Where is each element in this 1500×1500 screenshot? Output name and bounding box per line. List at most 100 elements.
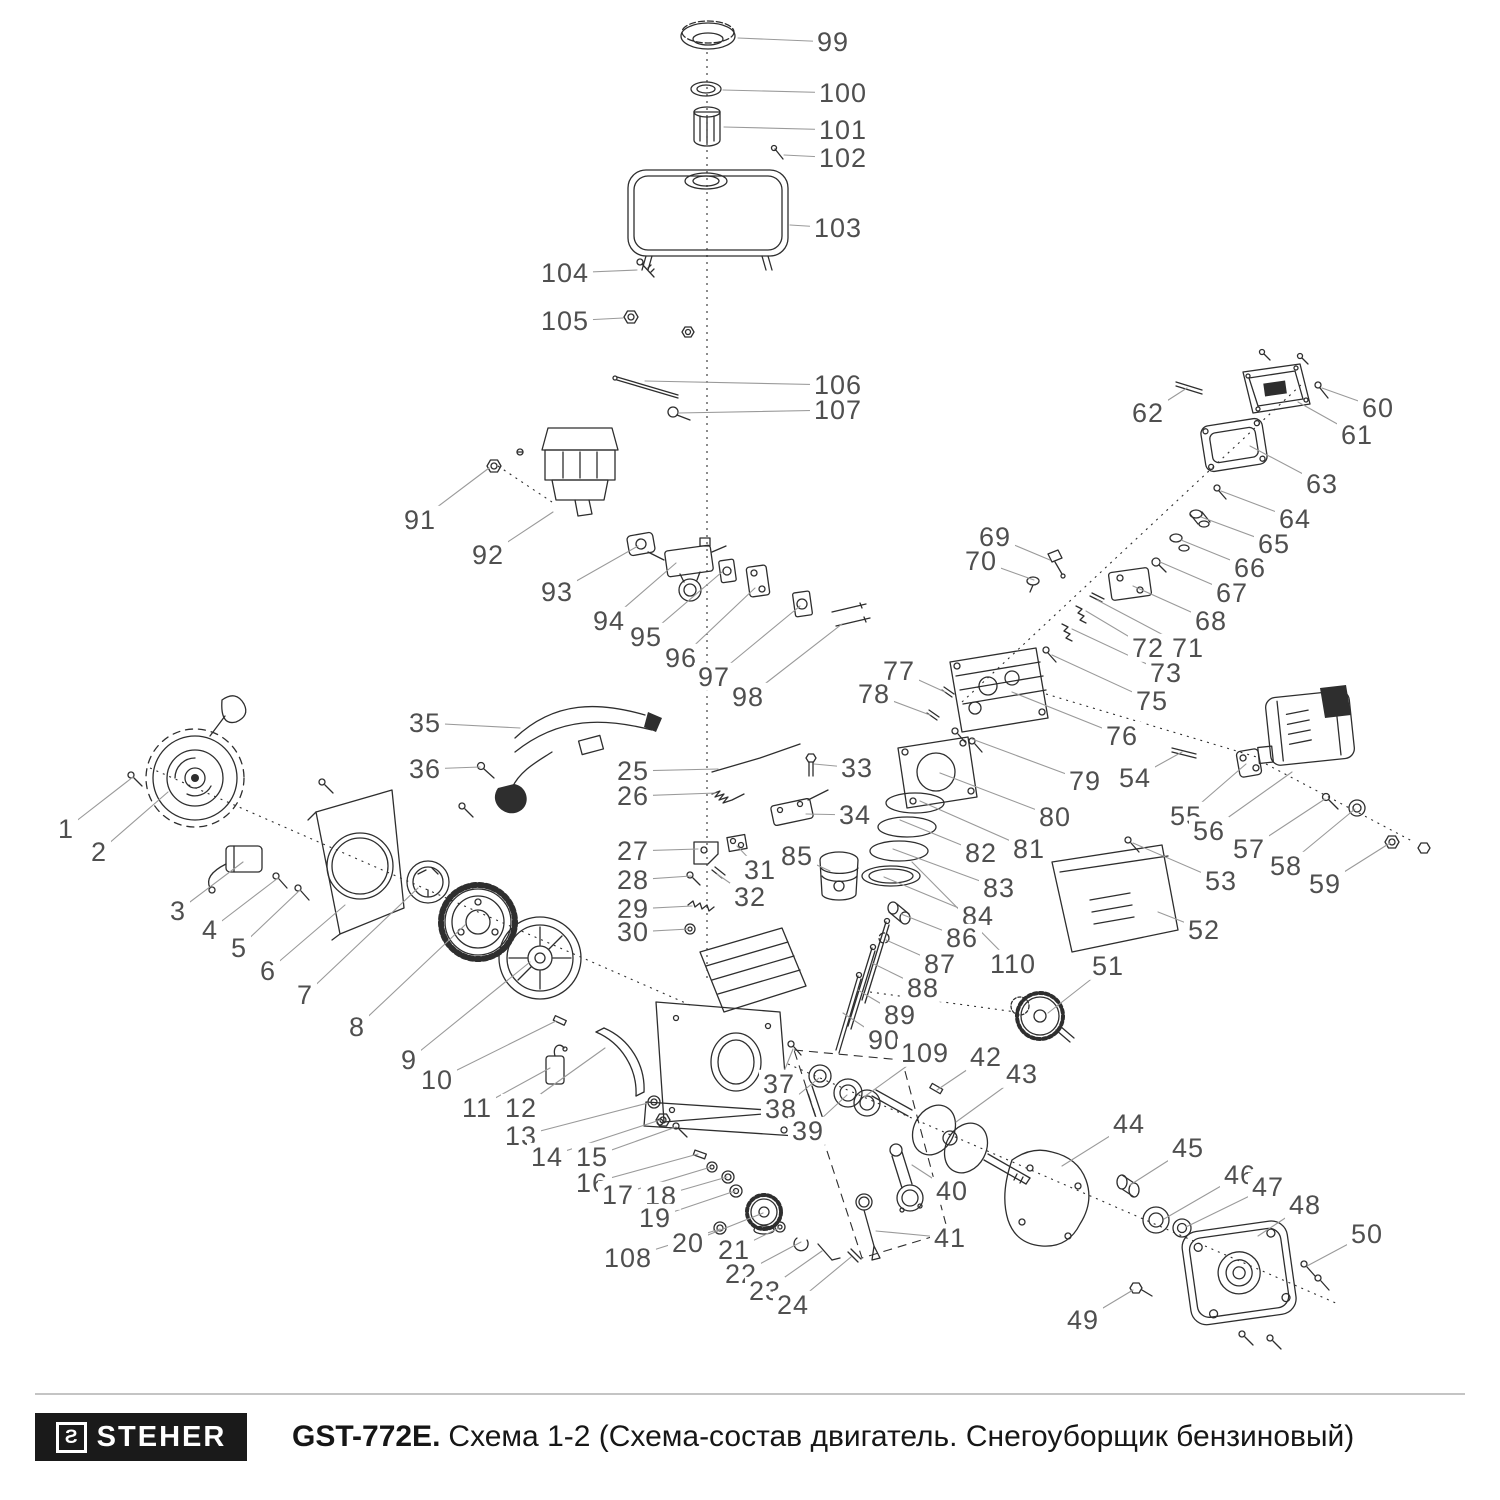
part-number-label-30: 30: [612, 917, 654, 946]
ignition-module-drawing: [207, 845, 310, 901]
part-number-label-68: 68: [1190, 606, 1232, 635]
ignition-coil-drawing: [494, 705, 662, 814]
part-number-label-56: 56: [1188, 816, 1230, 845]
carburetor-drawing: [647, 537, 727, 602]
part-number-label-108: 108: [599, 1243, 657, 1272]
part-number-label-54: 54: [1114, 763, 1156, 792]
part-number-label-48: 48: [1284, 1190, 1326, 1219]
part-number-label-8: 8: [344, 1012, 370, 1041]
cover-seal-drawing: [1142, 1206, 1192, 1238]
air-cleaner-nut-drawing: [486, 448, 524, 473]
part-number-label-4: 4: [197, 915, 223, 944]
part-number-label-103: 103: [809, 213, 867, 242]
part-number-label-85: 85: [776, 841, 818, 870]
part-number-label-82: 82: [960, 838, 1002, 867]
rocker-cover-drawing: [1175, 348, 1329, 414]
piston-rings-drawing: [861, 792, 945, 887]
muffler-drawing: [1171, 685, 1431, 854]
stator-band-drawing: [595, 1027, 645, 1097]
part-number-label-24: 24: [772, 1290, 814, 1319]
part-number-label-52: 52: [1183, 915, 1225, 944]
part-number-label-107: 107: [809, 395, 867, 424]
carburetor-gasket-drawing: [626, 531, 656, 557]
part-number-label-49: 49: [1062, 1305, 1104, 1334]
brand-logo: Ƨ STEHER: [35, 1413, 247, 1461]
part-number-label-100: 100: [814, 78, 872, 107]
part-number-label-79: 79: [1064, 766, 1106, 795]
part-number-label-2: 2: [86, 837, 112, 866]
coil-bolt-drawing: [318, 761, 495, 818]
part-number-label-89: 89: [879, 1000, 921, 1029]
part-number-label-32: 32: [729, 882, 771, 911]
part-number-label-5: 5: [226, 933, 252, 962]
tank-bolt-drawing: [636, 258, 655, 278]
part-number-label-36: 36: [404, 754, 446, 783]
cylinder-head-drawing: [949, 647, 1049, 733]
part-number-label-31: 31: [739, 855, 781, 884]
part-number-label-51: 51: [1087, 951, 1129, 980]
part-number-label-53: 53: [1200, 866, 1242, 895]
tank-nut-drawing: [623, 310, 695, 338]
valve-train-drawing: [1042, 484, 1227, 663]
carb-spacer-drawing: [718, 558, 737, 584]
part-number-label-106: 106: [809, 370, 867, 399]
part-number-label-101: 101: [814, 115, 872, 144]
part-number-label-43: 43: [1001, 1059, 1043, 1088]
fuel-line-drawing: [612, 375, 691, 421]
tank-screw-drawing: [770, 144, 784, 160]
part-number-label-86: 86: [941, 923, 983, 952]
part-number-label-41: 41: [929, 1223, 971, 1252]
part-number-label-95: 95: [625, 622, 667, 651]
part-number-label-83: 83: [978, 873, 1020, 902]
part-number-label-81: 81: [1008, 834, 1050, 863]
part-number-label-104: 104: [536, 258, 594, 287]
part-number-label-70: 70: [960, 546, 1002, 575]
part-number-label-44: 44: [1108, 1109, 1150, 1138]
crankcase-cover-drawing: [1181, 1220, 1297, 1326]
part-number-label-72: 72: [1127, 633, 1169, 662]
part-number-label-66: 66: [1229, 553, 1271, 582]
part-number-label-37: 37: [758, 1069, 800, 1098]
air-cleaner-drawing: [541, 427, 619, 517]
footer-divider: [35, 1393, 1465, 1395]
part-number-label-73: 73: [1145, 658, 1187, 687]
part-number-label-25: 25: [612, 756, 654, 785]
part-number-label-71: 71: [1167, 633, 1209, 662]
cover-bolts-drawing: [1129, 1260, 1330, 1350]
footer: Ƨ STEHER GST-772E.Схема 1-2 (Схема-соста…: [0, 1393, 1500, 1461]
part-number-label-92: 92: [467, 540, 509, 569]
part-number-label-61: 61: [1336, 420, 1378, 449]
part-number-label-76: 76: [1101, 721, 1143, 750]
part-number-label-17: 17: [597, 1180, 639, 1209]
model-number: GST-772E.: [292, 1420, 441, 1453]
heat-shield-drawing: [1051, 836, 1179, 953]
part-number-label-47: 47: [1247, 1172, 1289, 1201]
governor-linkage-drawing: [684, 743, 829, 935]
part-number-label-14: 14: [526, 1142, 568, 1171]
push-rods-drawing: [835, 917, 891, 1054]
crankcase-gasket-drawing: [1004, 1149, 1090, 1247]
part-number-label-69: 69: [974, 522, 1016, 551]
crankshaft-drawing: [787, 1040, 1031, 1185]
fuel-cap-gasket-drawing: [690, 81, 722, 97]
part-number-label-97: 97: [693, 662, 735, 691]
part-number-label-102: 102: [814, 143, 872, 172]
part-number-label-11: 11: [457, 1093, 497, 1122]
part-number-label-27: 27: [612, 836, 654, 865]
part-number-label-80: 80: [1034, 802, 1076, 831]
part-number-label-88: 88: [902, 973, 944, 1002]
part-number-label-3: 3: [165, 896, 191, 925]
diagram-title: GST-772E.Схема 1-2 (Схема-состав двигате…: [292, 1420, 1354, 1454]
part-number-label-98: 98: [727, 682, 769, 711]
part-number-label-1: 1: [53, 814, 79, 843]
governor-gear-drawing: [745, 1193, 862, 1263]
starter-cup-drawing: [406, 860, 450, 904]
brand-mark-icon: Ƨ: [55, 1421, 87, 1453]
part-number-label-9: 9: [396, 1045, 422, 1074]
part-number-label-7: 7: [292, 980, 318, 1009]
recoil-starter-drawing: [127, 695, 247, 828]
rocker-cover-gasket-drawing: [1200, 417, 1268, 473]
